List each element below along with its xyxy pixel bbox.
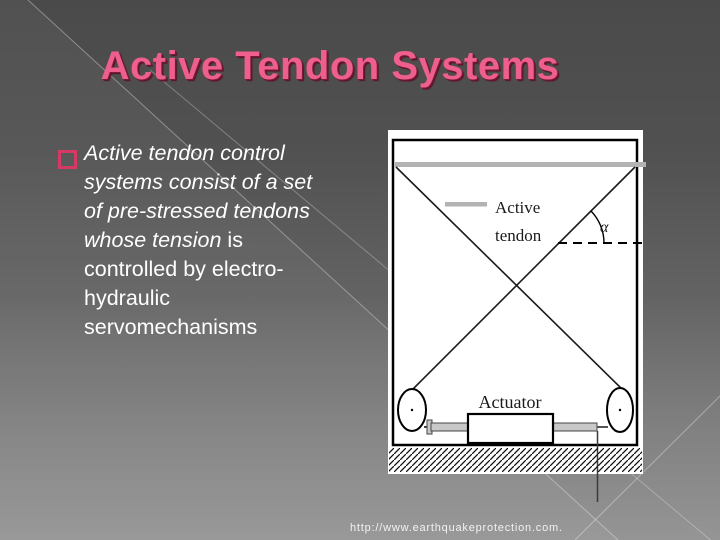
- alpha-label: α: [600, 219, 609, 236]
- label-pointer-line: [445, 202, 487, 207]
- bullet-text-line: systems consist of a set: [84, 170, 313, 194]
- actuator-box: [466, 412, 555, 445]
- piston-rod-left: [430, 422, 469, 432]
- pulley-left-center: [410, 408, 414, 412]
- bullet-text-line: of pre-stressed tendons: [84, 199, 310, 223]
- angle-arc: [590, 210, 605, 244]
- structure-frame: [391, 138, 639, 447]
- tendon-diagram-panel: α Active tendon Actuator: [388, 130, 646, 502]
- bullet-square-icon: [58, 150, 77, 169]
- top-beam: [395, 162, 646, 167]
- active-tendon-label-line2: tendon: [495, 226, 542, 245]
- bullet-text: Active tendon control systems consist of…: [84, 139, 384, 342]
- actuator-label: Actuator: [479, 392, 542, 412]
- bullet-text-line: is: [221, 228, 243, 252]
- source-url: http://www.earthquakeprotection.com.: [350, 522, 563, 534]
- piston-rod-right: [552, 422, 598, 432]
- pulley-right-center: [618, 408, 622, 412]
- page-title: Active Tendon Systems: [100, 44, 560, 88]
- tendon-line-left: [395, 166, 626, 393]
- bullet-text-line: Active tendon control: [84, 141, 285, 165]
- ground-hatch: [389, 448, 642, 472]
- bullet-text-line: hydraulic: [84, 286, 171, 310]
- bullet-text-line: servomechanisms: [84, 315, 258, 339]
- bullet-text-line: controlled by electro-: [84, 257, 284, 281]
- tendon-line-right: [407, 166, 636, 395]
- active-tendon-label-line1: Active: [495, 198, 540, 217]
- bullet-text-line: whose tension: [84, 228, 222, 252]
